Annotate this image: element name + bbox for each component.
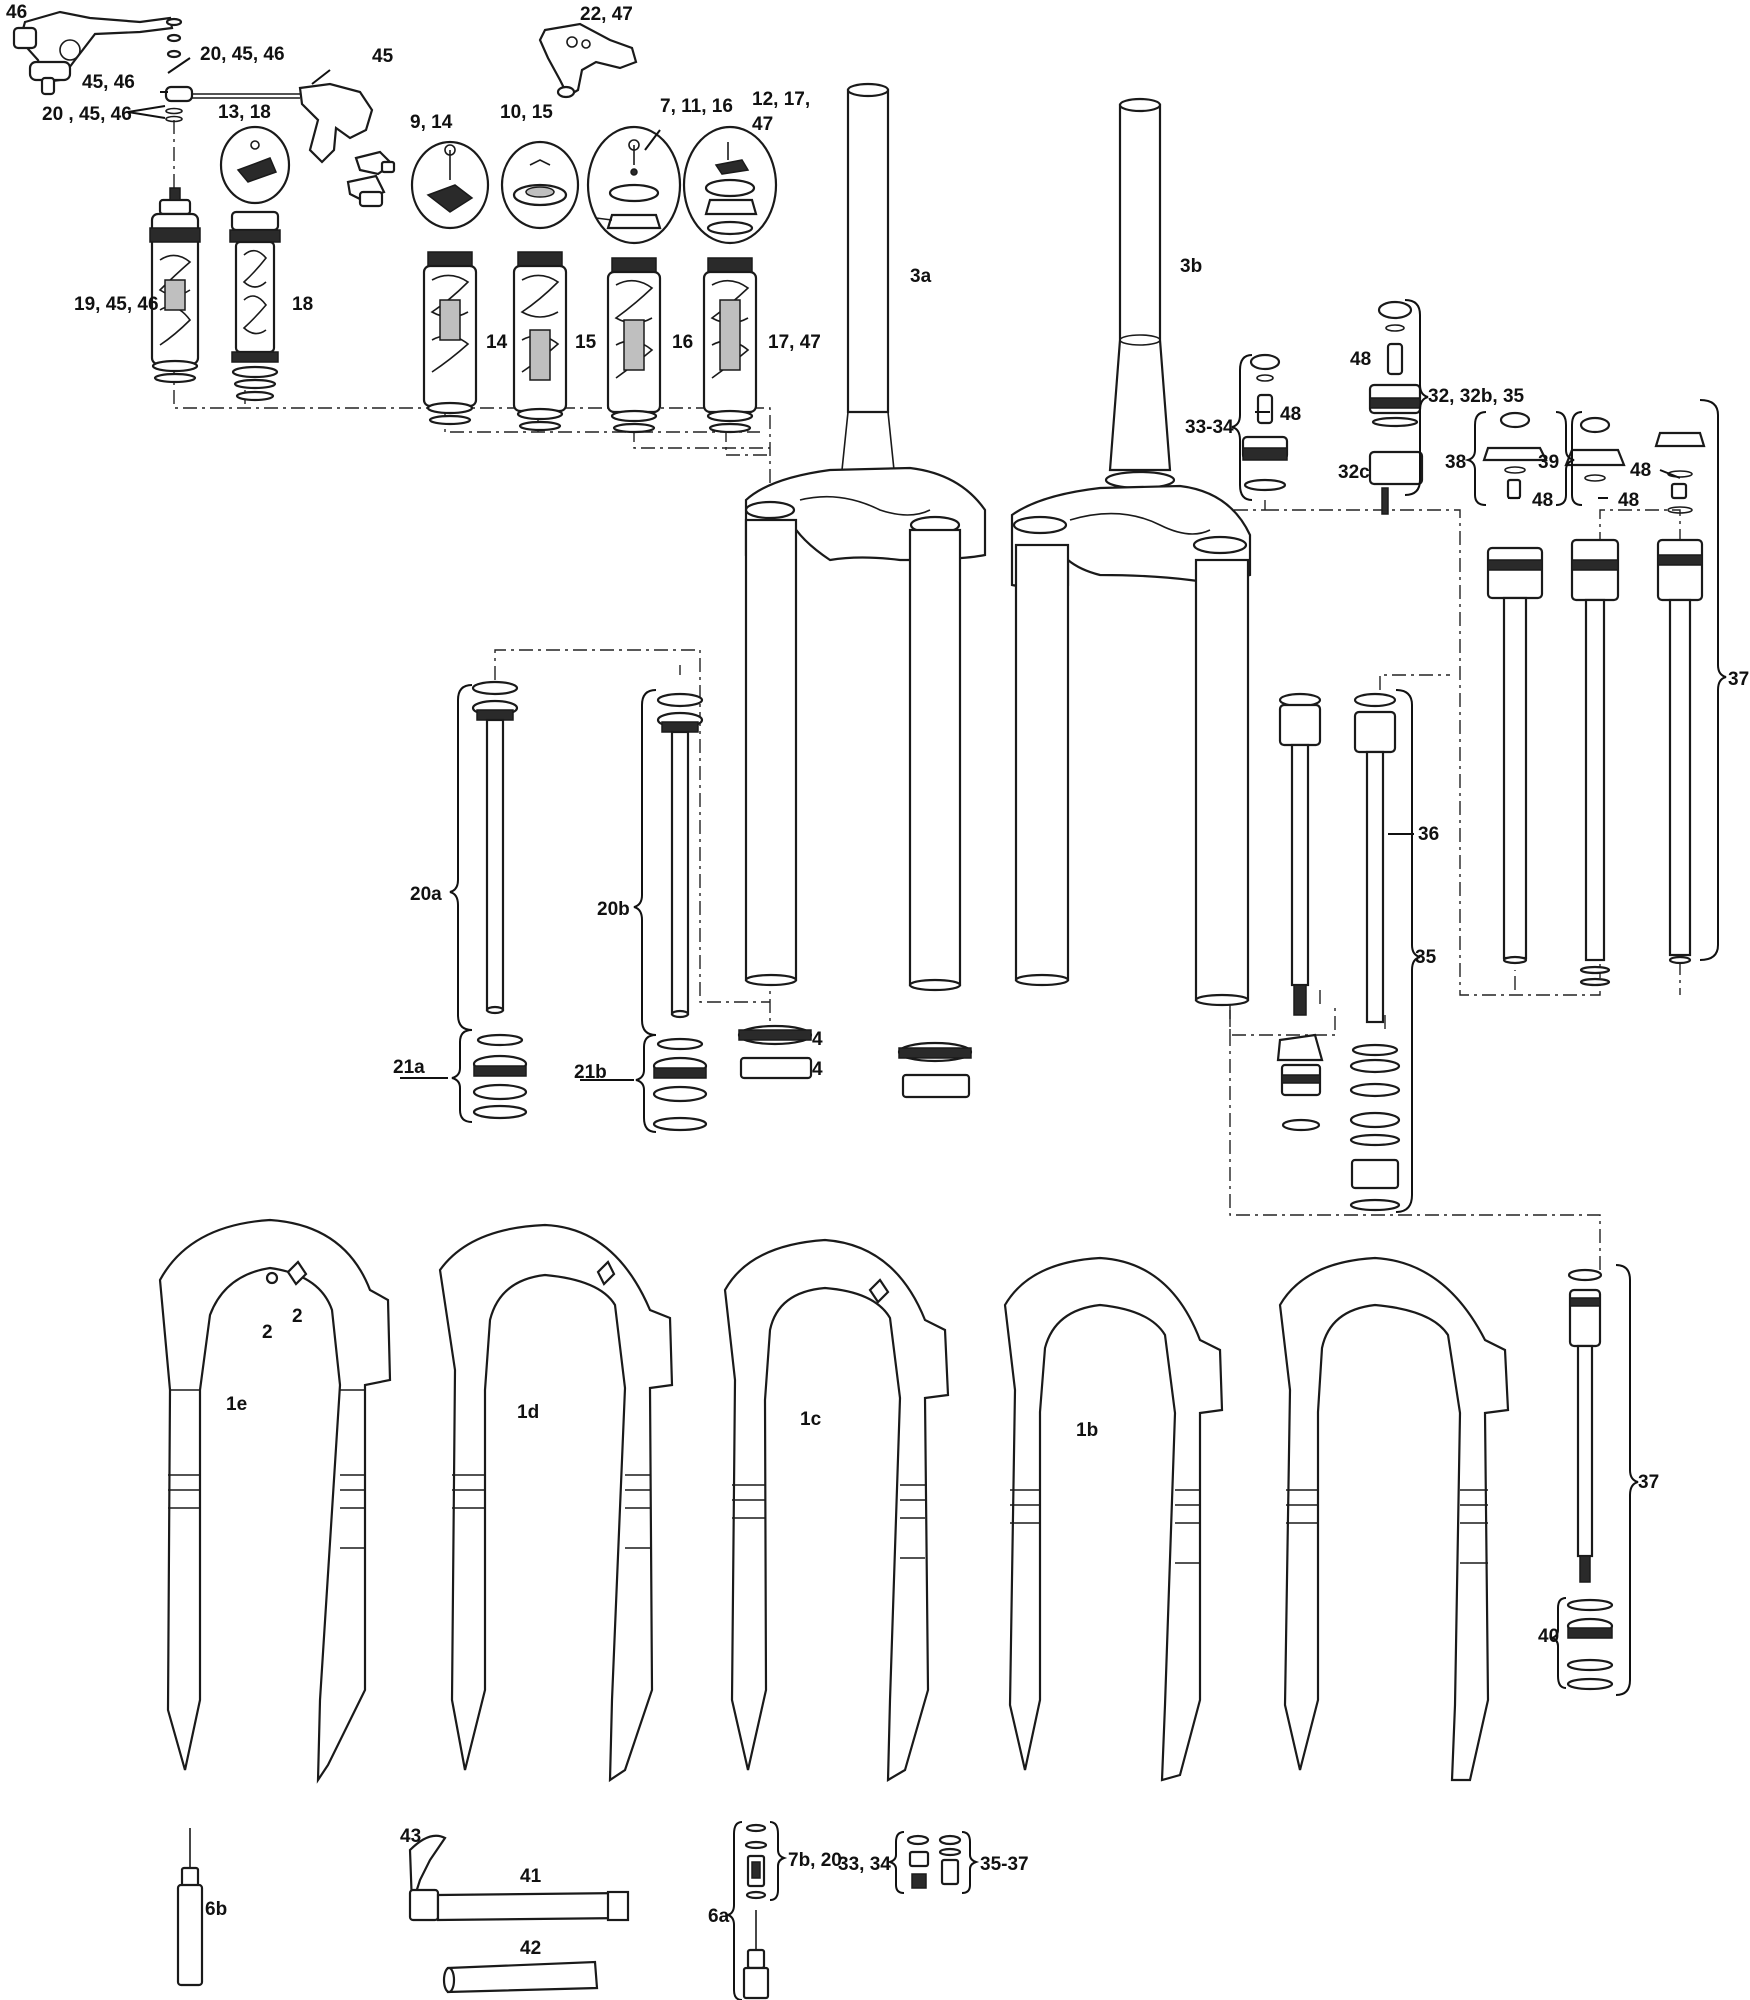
seal-kit-40 (1566, 1598, 1614, 1691)
callout-37-top: 37 (1728, 669, 1749, 690)
crown-steerer-3b (1010, 97, 1252, 1007)
damper-cartridge-19 (149, 187, 201, 384)
callout-39: 39 (1538, 452, 1559, 473)
lower-leg-1b (1003, 1256, 1224, 1782)
callout-labels: 46 20, 45, 46 45 45, 46 20 , 45, 46 13, … (6, 2, 1749, 1959)
damper-knob-10 (500, 140, 580, 230)
air-cap-32 (1368, 300, 1424, 515)
damper-shaft-20b (656, 692, 704, 1019)
braces (449, 299, 1727, 2000)
lower-leg-1d (438, 1223, 674, 1783)
callout-15: 15 (575, 332, 597, 353)
callout-35: 35 (1415, 947, 1437, 968)
callout-42: 42 (520, 1938, 541, 1959)
callout-48-d: 48 (1618, 490, 1639, 511)
thru-axle-42 (442, 1960, 599, 1994)
callout-32-32b-35: 32, 32b, 35 (1428, 386, 1525, 407)
damper-35-left (1276, 692, 1324, 1132)
damper-knob-12 (682, 125, 778, 245)
callout-46: 46 (6, 2, 27, 23)
damper-cartridge-15 (512, 251, 568, 432)
callout-36: 36 (1418, 824, 1439, 845)
callout-38: 38 (1445, 452, 1466, 473)
lower-leg-1c (723, 1238, 950, 1782)
crown-steerer-3a (744, 82, 987, 992)
air-spring-37 (1654, 431, 1706, 965)
thru-axle-41-43 (408, 1834, 630, 1922)
callout-21b: 21b (574, 1062, 607, 1083)
callout-2-b: 2 (292, 1306, 303, 1327)
callout-1d: 1d (517, 1402, 539, 1423)
callout-18: 18 (292, 294, 313, 315)
dust-seals-4 (737, 1024, 973, 1099)
callout-20-45-46-b: 20 , 45, 46 (42, 104, 132, 125)
callout-13-18: 13, 18 (218, 102, 271, 123)
callout-45-46: 45, 46 (82, 72, 135, 93)
callout-2-a: 2 (262, 1322, 273, 1343)
callout-7b-20: 7b, 20 (788, 1850, 842, 1871)
callout-4-a: 4 (812, 1029, 823, 1050)
callout-1b: 1b (1076, 1420, 1098, 1441)
callout-12-17: 12, 17, (752, 89, 810, 110)
callout-3a: 3a (910, 266, 932, 287)
callout-16: 16 (672, 332, 693, 353)
callout-22-47: 22, 47 (580, 4, 633, 25)
callout-41: 41 (520, 1866, 542, 1887)
callout-43: 43 (400, 1826, 421, 1847)
callout-33-34: 33-34 (1185, 417, 1234, 438)
callout-7-11-16: 7, 11, 16 (660, 96, 733, 117)
small-parts-6a-7b (742, 1823, 770, 2000)
air-shaft-37 (1567, 1268, 1603, 1583)
callout-47: 47 (752, 114, 773, 135)
callout-21a: 21a (393, 1057, 425, 1078)
damper-cartridge-17 (702, 257, 758, 434)
remote-22-47-part (538, 22, 638, 99)
callout-48-b: 48 (1280, 404, 1301, 425)
damper-cartridge-18 (229, 210, 281, 402)
callout-19-45-46: 19, 45, 46 (74, 294, 159, 315)
callout-1e: 1e (226, 1394, 247, 1415)
callout-1c: 1c (800, 1409, 822, 1430)
callout-9-14: 9, 14 (410, 112, 453, 133)
lower-leg-last (1278, 1256, 1510, 1782)
damper-knob-9 (410, 140, 490, 230)
damper-shaft-20a (471, 680, 519, 1015)
callout-48-a: 48 (1350, 349, 1371, 370)
callout-48-e: 48 (1630, 460, 1651, 481)
callout-45: 45 (372, 46, 394, 67)
seal-kit-21a (472, 1033, 528, 1120)
callout-10-15: 10, 15 (500, 102, 553, 123)
callout-40: 40 (1538, 1626, 1559, 1647)
air-spring-39 (1564, 416, 1626, 987)
callout-32c: 32c (1338, 462, 1370, 483)
callout-17-47: 17, 47 (768, 332, 821, 353)
pointer-lines (127, 57, 1681, 1081)
callout-35-37: 35-37 (980, 1854, 1029, 1875)
callout-3b: 3b (1180, 256, 1202, 277)
damper-cartridge-16 (606, 257, 662, 434)
callout-4-b: 4 (812, 1059, 823, 1080)
callout-48-c: 48 (1532, 490, 1553, 511)
callout-20-45-46: 20, 45, 46 (200, 44, 285, 65)
callout-6a: 6a (708, 1906, 730, 1927)
tool-6b (176, 1828, 204, 1987)
callout-37-bottom: 37 (1638, 1472, 1659, 1493)
remote-cable-part (164, 82, 396, 208)
air-spring-38 (1482, 411, 1548, 965)
damper-cartridge-14 (422, 251, 478, 426)
remote-lever-part (12, 10, 183, 96)
callout-20b: 20b (597, 899, 630, 920)
seal-kit-21b (652, 1037, 708, 1132)
damper-knob-18 (219, 125, 291, 205)
damper-36 (1349, 692, 1401, 1212)
air-cap-33-34 (1241, 353, 1289, 492)
callout-6b: 6b (205, 1899, 227, 1920)
damper-knob-7 (586, 125, 682, 245)
small-parts-33-34-35-37 (906, 1834, 962, 1889)
lower-leg-1e (158, 1218, 392, 1784)
callout-20a: 20a (410, 884, 442, 905)
callout-14: 14 (486, 332, 508, 353)
callout-33-34-b: 33, 34 (838, 1854, 891, 1875)
